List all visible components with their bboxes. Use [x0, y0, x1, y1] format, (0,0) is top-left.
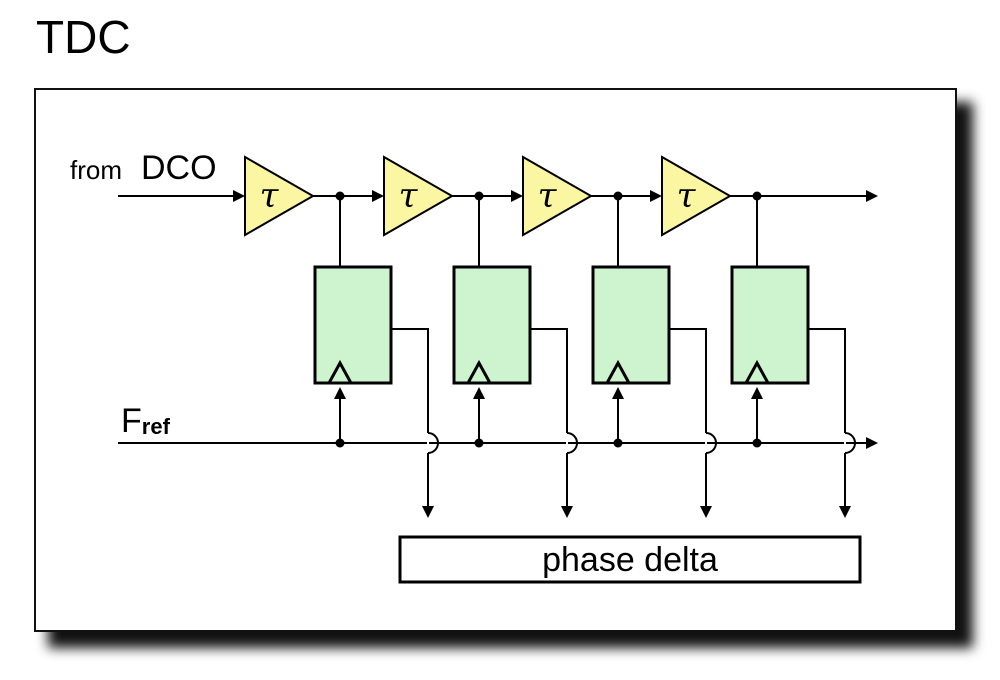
input-prefix-label: from [70, 155, 122, 185]
flip-flop [313, 265, 393, 385]
wire-crossover-hop [844, 432, 856, 454]
wire-crossover-hop [566, 432, 578, 454]
phase-delta-label: phase delta [542, 541, 718, 579]
reference-clock-label: Fref [121, 402, 171, 440]
clock-input-symbol [466, 359, 492, 384]
diagram-title: TDC [36, 11, 131, 63]
wire-crossover-hop [427, 432, 439, 454]
phase-delta-box [398, 535, 862, 584]
input-source-label: DCO [141, 149, 217, 187]
delay-buffer [383, 155, 455, 237]
delay-buffer [661, 155, 733, 237]
delay-tau-label: τ [677, 176, 697, 216]
delay-tau-label: τ [399, 176, 419, 216]
delay-tau-label: τ [538, 176, 558, 216]
delay-buffer [244, 155, 316, 237]
delay-buffer [522, 155, 594, 237]
output-wire [391, 328, 429, 433]
flip-flop [730, 265, 810, 385]
clock-input-symbol [327, 359, 353, 384]
output-wire [530, 328, 568, 433]
reference-clock-main: F [121, 402, 142, 440]
output-wire [669, 328, 707, 433]
delay-tau-label: τ [260, 176, 280, 216]
flip-flop [591, 265, 671, 385]
flip-flop [452, 265, 532, 385]
wire-crossover-hop [705, 432, 717, 454]
clock-input-symbol [744, 359, 770, 384]
clock-input-symbol [605, 359, 631, 384]
output-wire [808, 328, 846, 433]
reference-clock-subscript: ref [142, 414, 171, 439]
